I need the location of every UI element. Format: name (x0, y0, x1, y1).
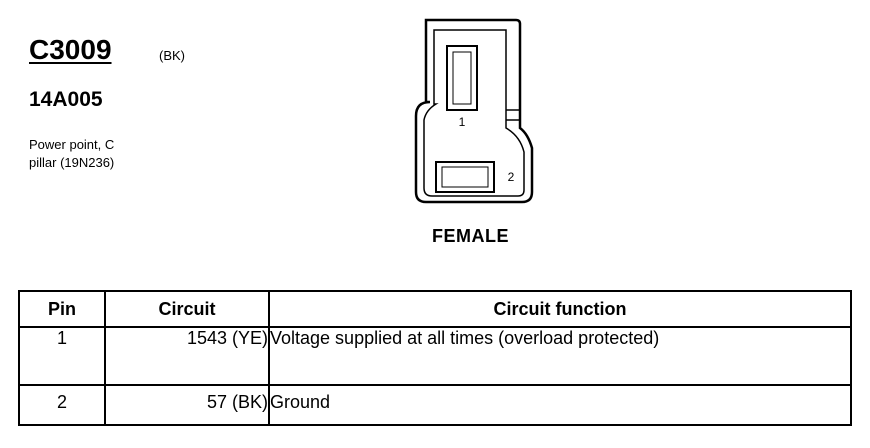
description-line-2: pillar (19N236) (29, 155, 115, 170)
header-circuit: Circuit (104, 290, 270, 328)
connector-face-diagram: 1 2 (414, 18, 534, 204)
cell-pin: 1 (18, 326, 106, 386)
part-number: 14A005 (29, 88, 103, 111)
connector-id: C3009 (29, 34, 112, 65)
cell-circuit: 57 (BK) (104, 384, 270, 426)
cell-pin: 2 (18, 384, 106, 426)
pin-2-cavity (435, 161, 495, 193)
pin-1-label: 1 (459, 115, 466, 129)
cell-circuit-function: Voltage supplied at all times (overload … (268, 326, 852, 386)
pin-2-label: 2 (508, 170, 515, 184)
pin-1-cavity (446, 45, 478, 111)
header-pin: Pin (18, 290, 106, 328)
description-line-1: Power point, C (29, 137, 115, 152)
connector-description: Power point, C pillar (19N236) (29, 136, 169, 172)
gender-label: FEMALE (432, 226, 509, 246)
cell-circuit: 1543 (YE) (104, 326, 270, 386)
pinout-table: Pin Circuit Circuit function 1 1543 (YE)… (18, 290, 852, 426)
table-row: 2 57 (BK) Ground (18, 384, 852, 426)
connector-color-code: (BK) (159, 48, 185, 63)
header-circuit-function: Circuit function (268, 290, 852, 328)
table-row: 1 1543 (YE) Voltage supplied at all time… (18, 326, 852, 386)
connector-inner-outline (423, 29, 525, 197)
connector-housing-outline (414, 18, 534, 204)
pin-1-cavity-inner (452, 51, 472, 105)
cell-circuit-function: Ground (268, 384, 852, 426)
pin-2-cavity-inner (441, 166, 489, 188)
table-header-row: Pin Circuit Circuit function (18, 290, 852, 328)
